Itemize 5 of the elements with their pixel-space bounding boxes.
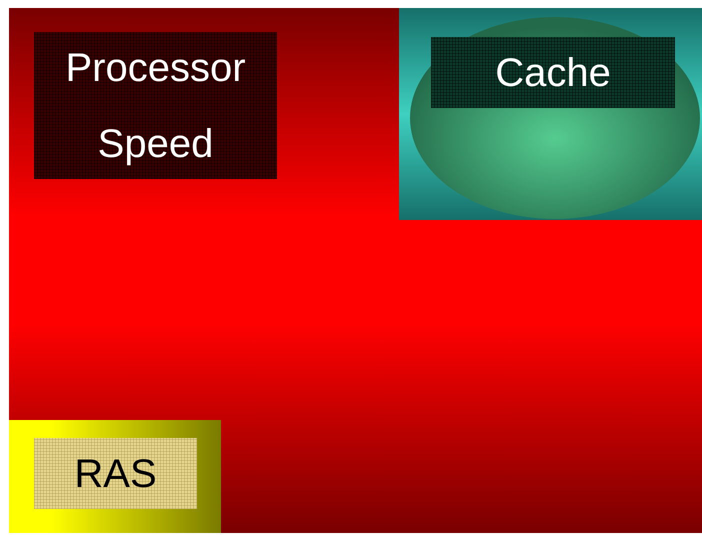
label-panel: RAS xyxy=(34,438,197,509)
label-panel: Cache xyxy=(431,37,675,108)
corner-panel xyxy=(9,420,221,533)
background-panel xyxy=(9,8,702,533)
label-panel: Processor Speed xyxy=(34,32,277,179)
